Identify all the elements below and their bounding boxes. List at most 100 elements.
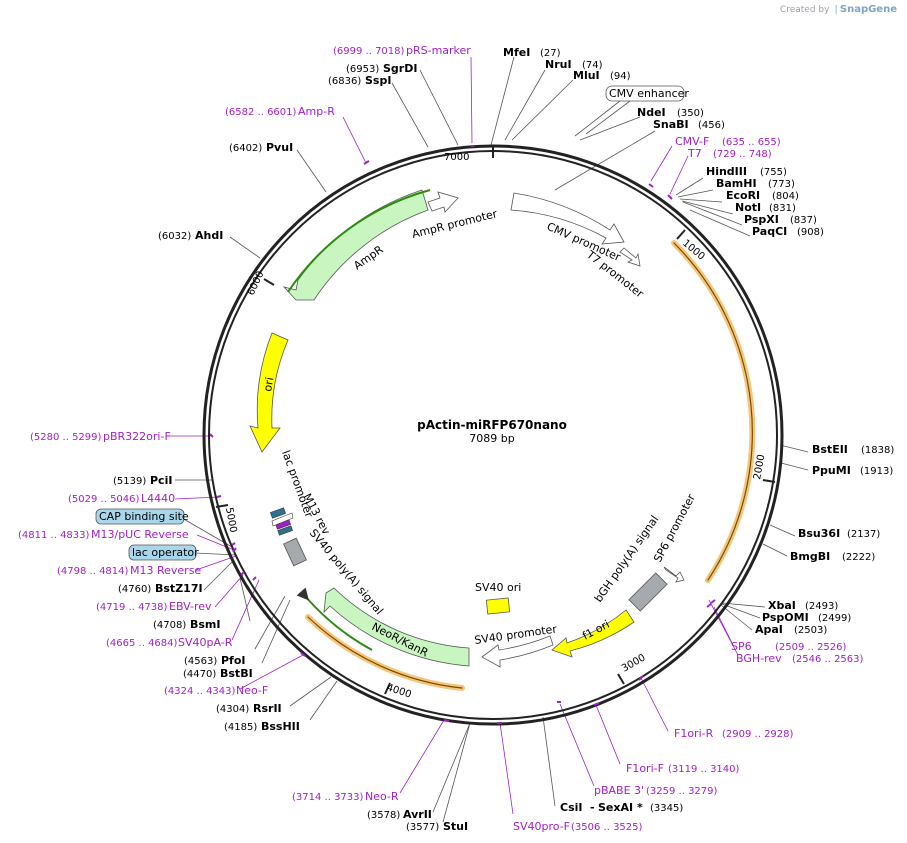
enzyme-bmgbi-pos: (2222) xyxy=(842,552,875,563)
enzyme-ahdi-pos: (6032) xyxy=(158,231,191,242)
orf-line-bottom xyxy=(307,616,463,689)
label-sp6-promoter: SP6 promoter xyxy=(651,492,698,565)
label-ori: ori xyxy=(261,376,276,392)
label-cmv-enhancer: CMV enhancer xyxy=(609,87,689,100)
cap-binding-site-box xyxy=(95,508,185,525)
enzyme-nrui-pos: (74) xyxy=(582,60,603,71)
label-cap-binding-site: CAP binding site xyxy=(99,510,189,523)
enzyme-sgrdi: SgrDI xyxy=(383,62,417,75)
tick-5000: 5000 xyxy=(223,507,238,534)
enzyme-stui: StuI xyxy=(443,820,468,833)
primer-ring-marks xyxy=(209,145,716,724)
enzyme-bstz17i-pos: (4760) xyxy=(118,584,151,595)
t7-promoter-arrow xyxy=(619,247,641,267)
enzyme-apai-pos: (2503) xyxy=(794,625,827,636)
enzyme-mfei: MfeI xyxy=(503,46,530,59)
enzyme-pvui: PvuI xyxy=(266,141,293,154)
enzyme-ecori-pos: (804) xyxy=(772,191,799,202)
snapgene-logo-icon: ❘ xyxy=(832,5,840,15)
enzyme-noti-pos: (831) xyxy=(769,203,796,214)
plasmid-length: 7089 bp xyxy=(469,432,514,445)
enzyme-rsrii: RsrII xyxy=(253,702,282,715)
enzyme-bsmi: BsmI xyxy=(190,618,221,631)
ampr-orf-line xyxy=(287,189,431,293)
ampr-promoter-arrow xyxy=(427,191,459,213)
ampr-arrow xyxy=(282,189,429,301)
tick-7000: 7000 xyxy=(444,152,469,163)
primer-f1ori-r-range: (2909 .. 2928) xyxy=(722,729,794,740)
primer-pbr322ori-f: pBR322ori-F xyxy=(103,430,171,443)
primer-amp-r: Amp-R xyxy=(298,105,335,118)
enzyme-bsmi-pos: (4708) xyxy=(153,620,186,631)
enzyme-labels: MfeI (27) NruI (74) MluI (94) NdeI (350)… xyxy=(113,46,894,833)
enzyme-apai: ApaI xyxy=(755,623,783,636)
cmv-promoter-arrow xyxy=(510,192,625,245)
primer-f1ori-f-range: (3119 .. 3140) xyxy=(668,764,740,775)
f1-ori-arrow xyxy=(551,609,635,658)
cmv-enhancer-box xyxy=(605,85,685,102)
sv40-promoter-arrow xyxy=(481,635,554,668)
primer-prs-marker: pRS-marker xyxy=(406,44,471,57)
primer-m13-puc-reverse: M13/pUC Reverse xyxy=(91,528,189,541)
enzyme-pfoi-pos: (4563) xyxy=(184,656,217,667)
enzyme-snabi-pos: (456) xyxy=(698,120,725,131)
primer-pbr322ori-f-range: (5280 .. 5299) xyxy=(30,432,102,443)
primer-neo-f: Neo-F xyxy=(236,684,268,697)
enzyme-ndei-pos: (350) xyxy=(677,108,704,119)
enzyme-ppumi-pos: (1913) xyxy=(860,466,893,477)
plasmid-name: pActin-miRFP670nano xyxy=(417,418,567,432)
orf-line-right xyxy=(673,242,753,581)
primer-m13-puc-reverse-range: (4811 .. 4833) xyxy=(18,530,90,541)
enzyme-bamhi-pos: (773) xyxy=(768,179,795,190)
enzyme-ndei: NdeI xyxy=(637,106,666,119)
enzyme-bstz17i: BstZ17I xyxy=(155,582,203,595)
enzyme-snabi: SnaBI xyxy=(653,118,689,131)
primer-prs-marker-range: (6999 .. 7018) xyxy=(333,46,405,57)
enzyme-pspxi: PspXI xyxy=(744,213,779,226)
orf-highlights xyxy=(305,240,756,691)
primer-f1ori-f: F1ori-F xyxy=(626,762,664,775)
enzyme-mfei-pos: (27) xyxy=(540,48,561,59)
enzyme-sspi: SspI xyxy=(365,74,391,87)
tick-6000: 6000 xyxy=(246,270,267,298)
enzyme-xbai: XbaI xyxy=(768,599,796,612)
enzyme-bsshii-pos: (4185) xyxy=(224,722,257,733)
primer-cmv-f: CMV-F xyxy=(675,135,709,148)
enzyme-sexai-star: * xyxy=(637,801,643,814)
primer-bgh-rev: BGH-rev xyxy=(736,652,782,665)
enzyme-pspomi: PspOMI xyxy=(762,611,809,624)
primer-neo-r: Neo-R xyxy=(365,790,399,803)
enzyme-avrii: AvrII xyxy=(403,808,432,821)
primer-neo-f-range: (4324 .. 4343) xyxy=(164,686,236,697)
enzyme-bamhi: BamHI xyxy=(716,177,757,190)
label-sv40-ori: SV40 ori xyxy=(475,581,521,594)
cap-binding-site-feature xyxy=(270,507,286,519)
enzyme-hindiii-pos: (755) xyxy=(760,167,787,178)
primer-m13-reverse-range: (4798 .. 4814) xyxy=(57,566,129,577)
enzyme-bsu36i-pos: (2137) xyxy=(847,529,880,540)
enzyme-bstbi-pos: (4470) xyxy=(183,669,216,680)
enzyme-noti: NotI xyxy=(735,201,761,214)
enzyme-pspomi-pos: (2499) xyxy=(818,613,851,624)
neor-orf-line xyxy=(296,587,373,651)
primer-sv40pa-r-range: (4665 .. 4684) xyxy=(106,638,178,649)
enzyme-stui-pos: (3577) xyxy=(406,822,439,833)
enzyme-bsteii: BstEII xyxy=(812,443,848,456)
enzyme-bsshii: BssHII xyxy=(261,720,300,733)
enzyme-pcii-pos: (5139) xyxy=(113,476,146,487)
primer-amp-r-range: (6582 .. 6601) xyxy=(225,107,297,118)
bgh-polya-feature xyxy=(628,572,668,612)
primer-pbabe-3-range: (3259 .. 3279) xyxy=(646,786,718,797)
enzyme-sexai-sep: - xyxy=(590,801,595,814)
enzyme-pcii: PciI xyxy=(150,474,172,487)
enzyme-mlui: MluI xyxy=(573,69,600,82)
snapgene-credit: Created by ❘SnapGene xyxy=(780,4,897,15)
primer-labels: (6999 .. 7018) pRS-marker (6582 .. 6601)… xyxy=(18,44,864,833)
enzyme-paqci-pos: (908) xyxy=(797,227,824,238)
primer-f1ori-r: F1ori-R xyxy=(674,727,714,740)
primer-sp6-range: (2509 .. 2526) xyxy=(775,642,847,653)
enzyme-bsteii-pos: (1838) xyxy=(861,445,894,456)
primer-sv40pa-r: SV40pA-R xyxy=(178,636,233,649)
primer-bgh-rev-range: (2546 .. 2563) xyxy=(792,654,864,665)
